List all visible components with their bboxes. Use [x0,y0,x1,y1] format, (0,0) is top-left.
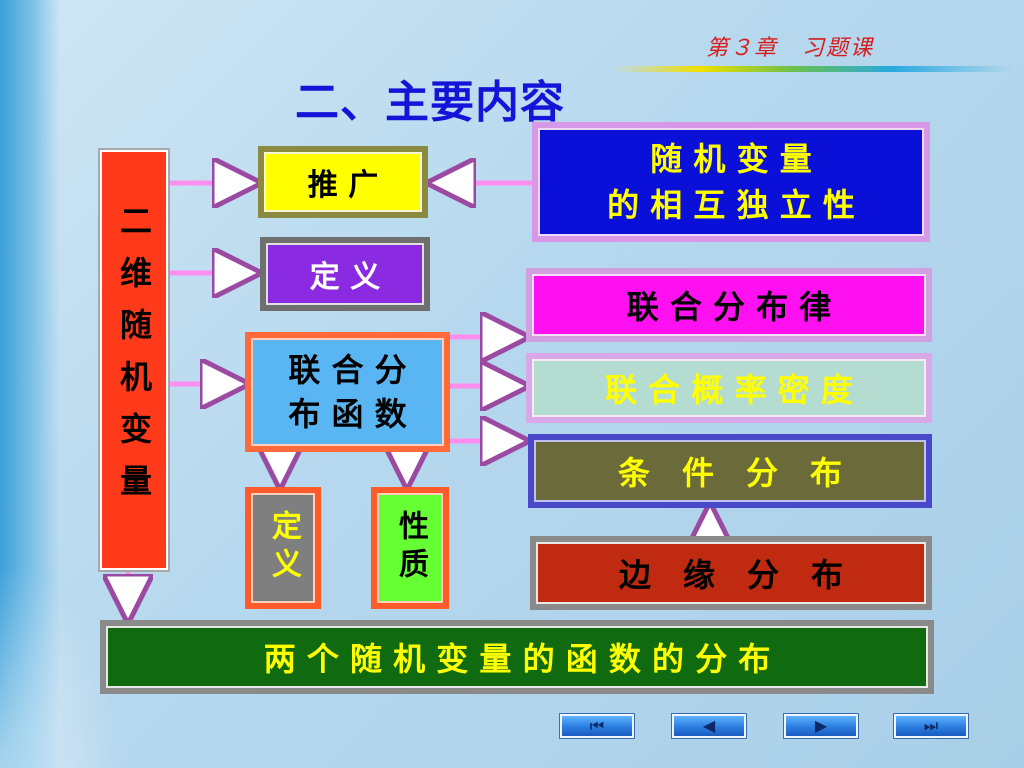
independence-label-line1: 随 机 变 量 [650,140,812,178]
function-distribution-box: 两 个 随 机 变 量 的 函 数 的 分 布 [100,620,934,694]
cdf-definition-label: 定义 [266,510,301,586]
next-slide-button[interactable]: ▶ [784,714,858,738]
root-box-label: 二维随机变量 [115,204,153,516]
marginal-box: 边 缘 分 布 [530,536,932,610]
next-slide-icon: ▶ [814,716,828,735]
function-distribution-label: 两 个 随 机 变 量 的 函 数 的 分 布 [263,640,771,678]
cdf-properties-label: 性质 [393,510,428,586]
joint-cdf-label-line2: 布 函 数 [288,395,407,433]
last-slide-button[interactable]: ⏭ [894,714,968,738]
definition-box: 定 义 [260,237,430,311]
generalize-label: 推 广 [307,168,379,203]
first-slide-icon: ⏮ [589,716,605,735]
joint-cdf-label-line1: 联 合 分 [288,351,407,389]
header-rainbow-line [612,66,1012,72]
conditional-box: 条 件 分 布 [528,434,932,508]
joint-pmf-box: 联 合 分 布 律 [526,268,932,342]
marginal-label: 边 缘 分 布 [618,556,843,594]
joint-pdf-box: 联 合 概 率 密 度 [526,353,932,423]
conditional-label: 条 件 分 布 [617,454,842,492]
joint-pdf-label: 联 合 概 率 密 度 [605,371,853,409]
chapter-tag: 第３章 习题课 [706,36,875,61]
prev-slide-icon: ◀ [702,716,716,735]
independence-label-line2: 的 相 互 独 立 性 [607,186,855,224]
joint-cdf-box: 联 合 分 布 函 数 [245,332,450,452]
page-title: 二、主要内容 [295,77,565,128]
joint-pmf-label: 联 合 分 布 律 [626,288,832,326]
last-slide-icon: ⏭ [923,716,939,735]
definition-label: 定 义 [309,260,381,295]
root-box-2d-random-variable: 二维随机变量 [100,150,168,570]
generalize-box: 推 广 [258,146,428,218]
independence-box: 随 机 变 量 的 相 互 独 立 性 [532,122,930,242]
first-slide-button[interactable]: ⏮ [560,714,634,738]
cdf-properties-box: 性质 [371,487,449,609]
prev-slide-button[interactable]: ◀ [672,714,746,738]
cdf-definition-box: 定义 [245,487,321,609]
